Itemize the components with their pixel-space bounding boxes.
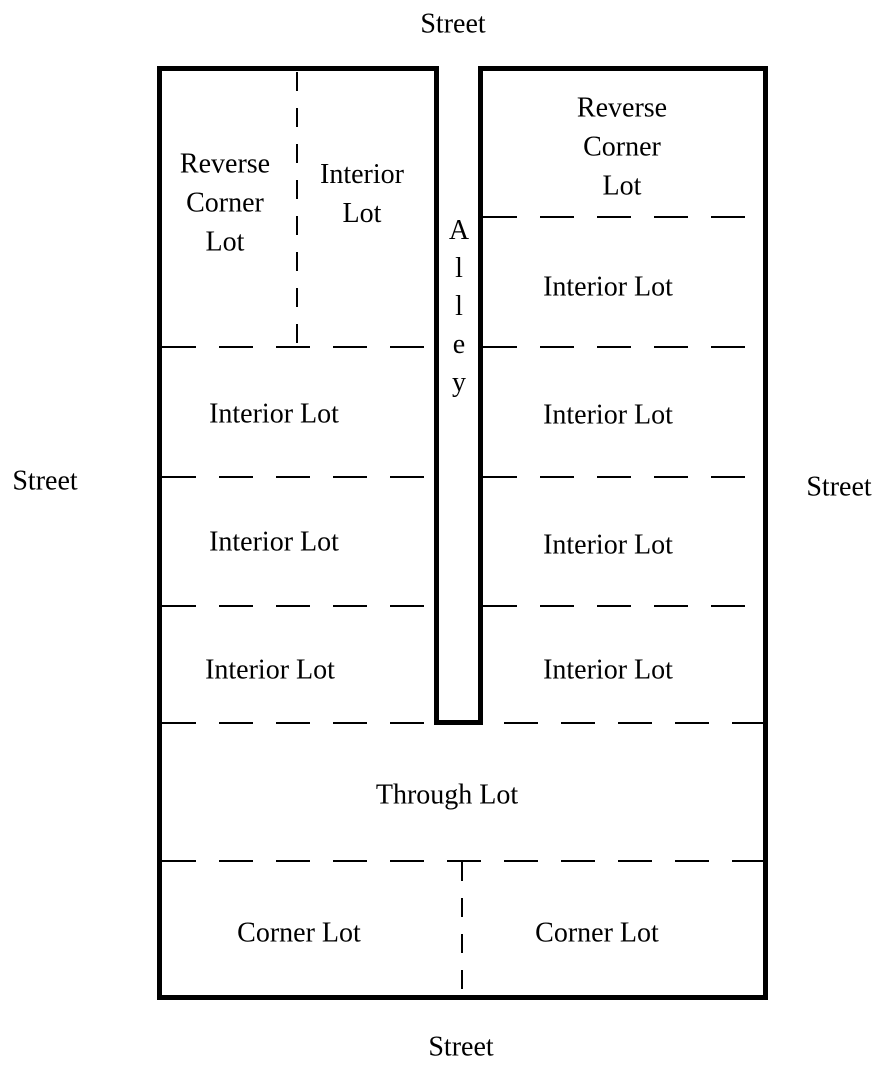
lot-divider-left-2 — [162, 476, 434, 478]
street-label-top: Street — [420, 8, 486, 40]
lot-label-reverse-corner-right: Reverse Corner Lot — [576, 92, 668, 202]
lot-label-through: Through Lot — [375, 779, 519, 811]
lot-label-corner-right: Corner Lot — [535, 917, 659, 949]
lot-divider-right-2 — [483, 346, 763, 348]
lot-label-corner-left: Corner Lot — [237, 917, 361, 949]
lot-divider-left-3 — [162, 605, 434, 607]
alley-strip — [434, 66, 483, 725]
lot-label-interior-topleft: Interior Lot — [320, 159, 404, 229]
lot-label-interior-right-1: Interior Lot — [543, 271, 673, 303]
lot-label-interior-left-2: Interior Lot — [209, 526, 339, 558]
lot-label-interior-left-3: Interior Lot — [205, 654, 335, 686]
lot-label-interior-right-2: Interior Lot — [543, 399, 673, 431]
street-label-left: Street — [12, 465, 78, 497]
lot-label-interior-right-3: Interior Lot — [543, 529, 673, 561]
lot-divider-right-3 — [483, 476, 763, 478]
lot-divider-through-bottom — [162, 860, 763, 862]
lot-label-interior-left-1: Interior Lot — [209, 398, 339, 430]
lot-divider-right-1 — [483, 216, 763, 218]
lot-divider-topleft-vertical — [296, 72, 298, 346]
street-label-right: Street — [806, 471, 872, 503]
lot-divider-corner-vertical — [461, 862, 463, 996]
lot-divider-left-1 — [162, 346, 434, 348]
lot-divider-right-4 — [483, 605, 763, 607]
alley-label: A l l e y — [448, 215, 470, 398]
street-label-bottom: Street — [428, 1031, 494, 1063]
lot-label-reverse-corner-left: Reverse Corner Lot — [179, 148, 271, 258]
lot-label-interior-right-4: Interior Lot — [543, 654, 673, 686]
